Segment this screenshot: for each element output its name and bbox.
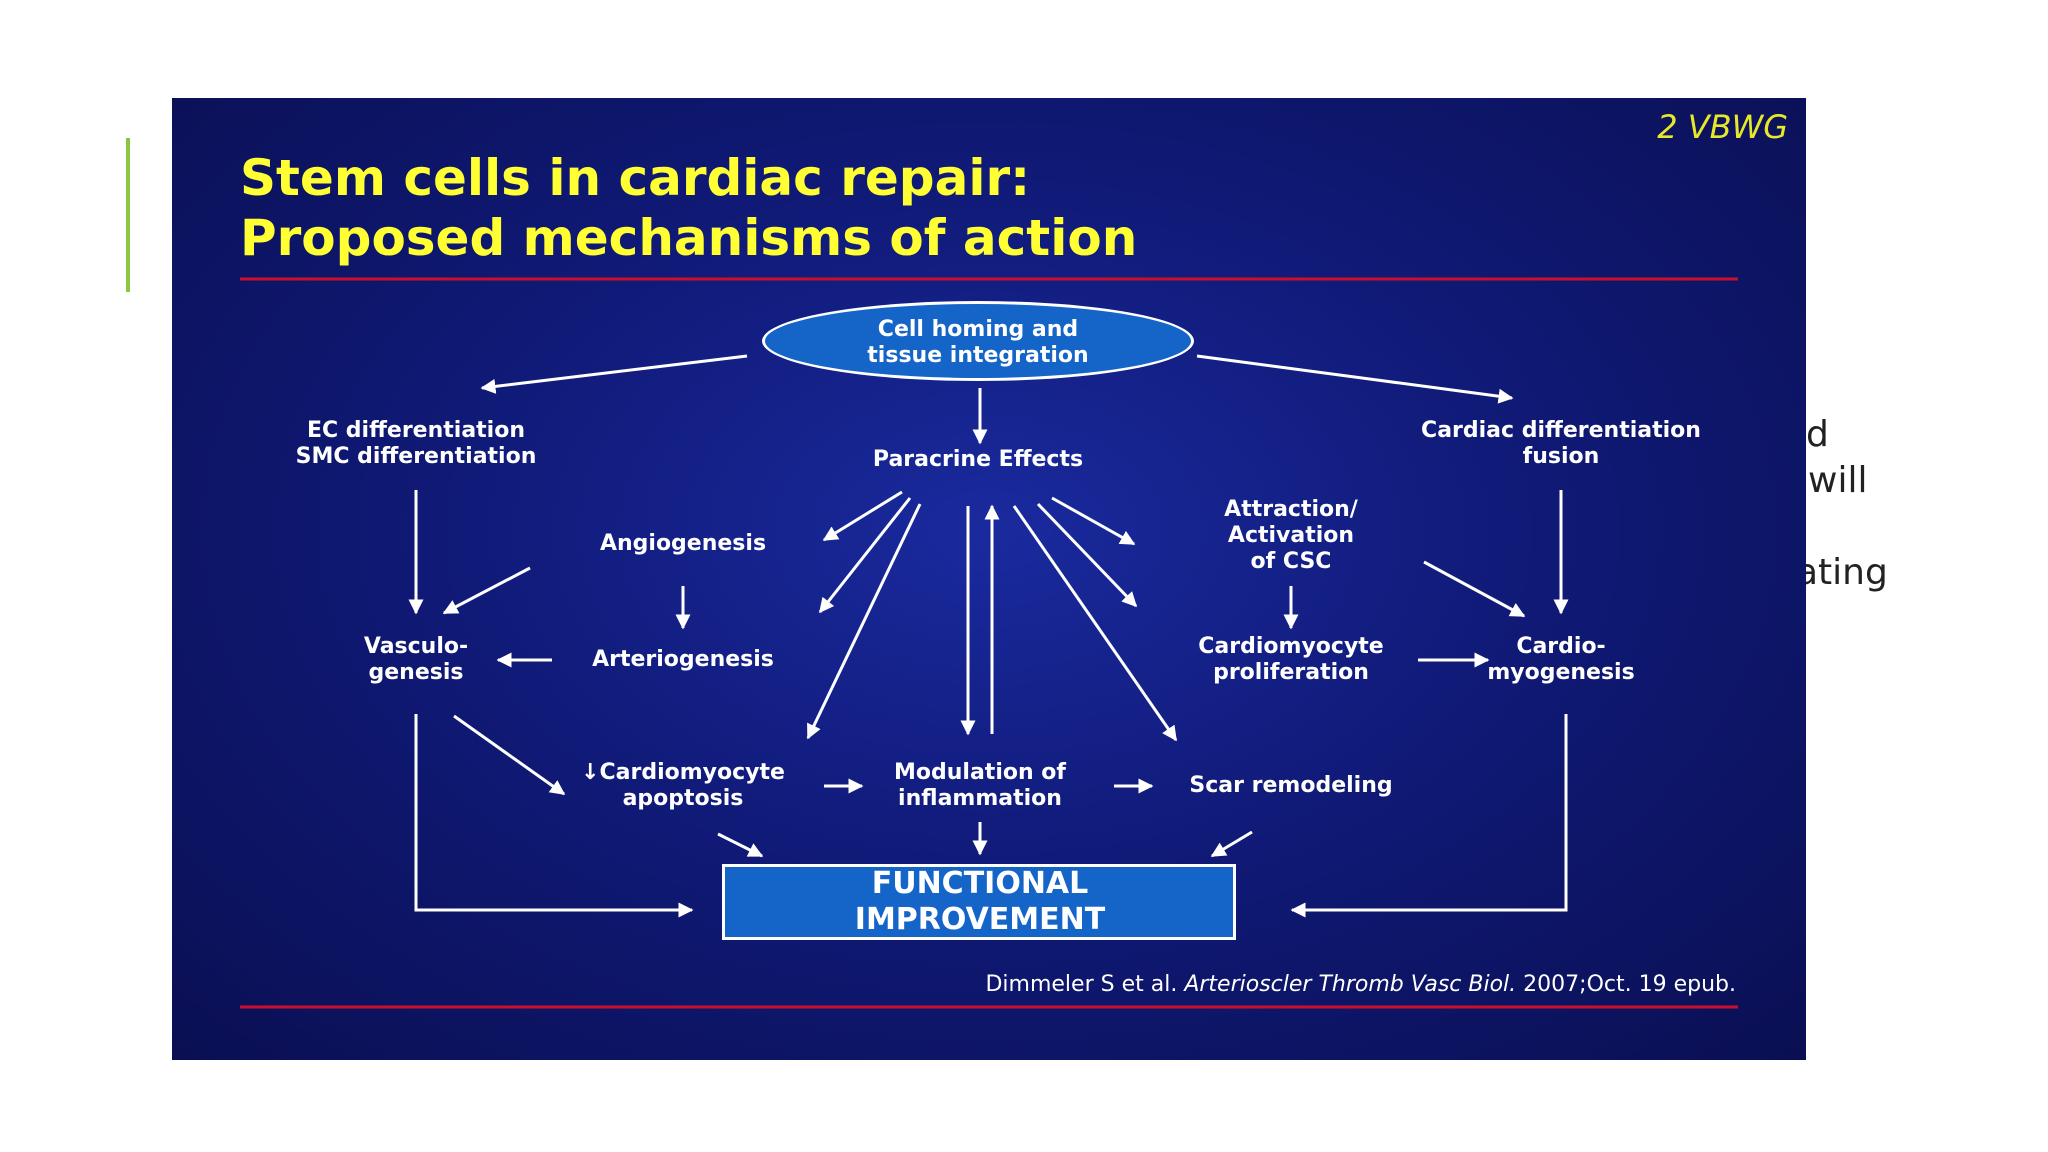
citation-authors: Dimmeler S et al. bbox=[985, 972, 1178, 997]
background-text-line1: d bbox=[1806, 414, 1829, 455]
arrow-attraction-to-cardiomyogenesis bbox=[1423, 560, 1526, 618]
arrow-paracrine-to-apoptosis bbox=[806, 503, 922, 740]
node-cardiomyogenesis: Cardio-myogenesis bbox=[1487, 634, 1635, 685]
slide-title: Stem cells in cardiac repair: Proposed m… bbox=[240, 148, 1137, 268]
citation-journal: Arterioscler Thromb Vasc Biol. bbox=[1184, 972, 1517, 997]
arrow-paracrine-to-angio-1 bbox=[822, 490, 903, 542]
accent-bar bbox=[126, 138, 130, 292]
node-paracrine-effects: Paracrine Effects bbox=[872, 447, 1084, 472]
functional-improvement-box bbox=[722, 864, 1236, 940]
node-angiogenesis: Angiogenesis bbox=[599, 531, 767, 556]
arrow-paracrine-to-attraction-2 bbox=[1036, 502, 1138, 608]
citation-details: 2007;Oct. 19 epub. bbox=[1523, 972, 1736, 997]
citation: Dimmeler S et al. Arterioscler Thromb Va… bbox=[985, 972, 1736, 997]
node-arteriogenesis: Arteriogenesis bbox=[592, 647, 774, 672]
node-vasculogenesis: Vasculo-genesis bbox=[363, 634, 469, 685]
arrow-apoptosis-to-functional bbox=[717, 832, 764, 858]
mechanism-diagram bbox=[240, 277, 1738, 1009]
arrow-angio-to-vasculo bbox=[442, 566, 531, 615]
slide-title-line2: Proposed mechanisms of action bbox=[240, 209, 1138, 267]
arrow-vasculo-to-functional bbox=[414, 714, 694, 918]
slide-tag: 2 VBWG bbox=[1657, 108, 1788, 146]
arrow-cardiomyogenesis-to-functional bbox=[1290, 714, 1568, 918]
background-text-line2: will bbox=[1808, 460, 1868, 501]
arrow-homing-to-cardiac bbox=[1196, 354, 1514, 404]
arrow-vasculo-to-apoptosis bbox=[453, 714, 566, 796]
background-text-line3: ating bbox=[1796, 552, 1888, 593]
node-scar-remodeling: Scar remodeling bbox=[1189, 773, 1393, 798]
slide-title-line1: Stem cells in cardiac repair: bbox=[240, 149, 1031, 207]
arrow-paracrine-to-attraction-1 bbox=[1051, 496, 1136, 546]
cell-homing-oval bbox=[762, 301, 1194, 381]
arrow-homing-to-ec bbox=[480, 354, 748, 394]
arrow-paracrine-to-angio-2 bbox=[818, 497, 912, 614]
arrow-paracrine-to-scar bbox=[1012, 505, 1178, 742]
arrow-scar-to-functional bbox=[1210, 830, 1253, 858]
slide-image: 2 VBWG Stem cells in cardiac repair: Pro… bbox=[172, 98, 1806, 1060]
